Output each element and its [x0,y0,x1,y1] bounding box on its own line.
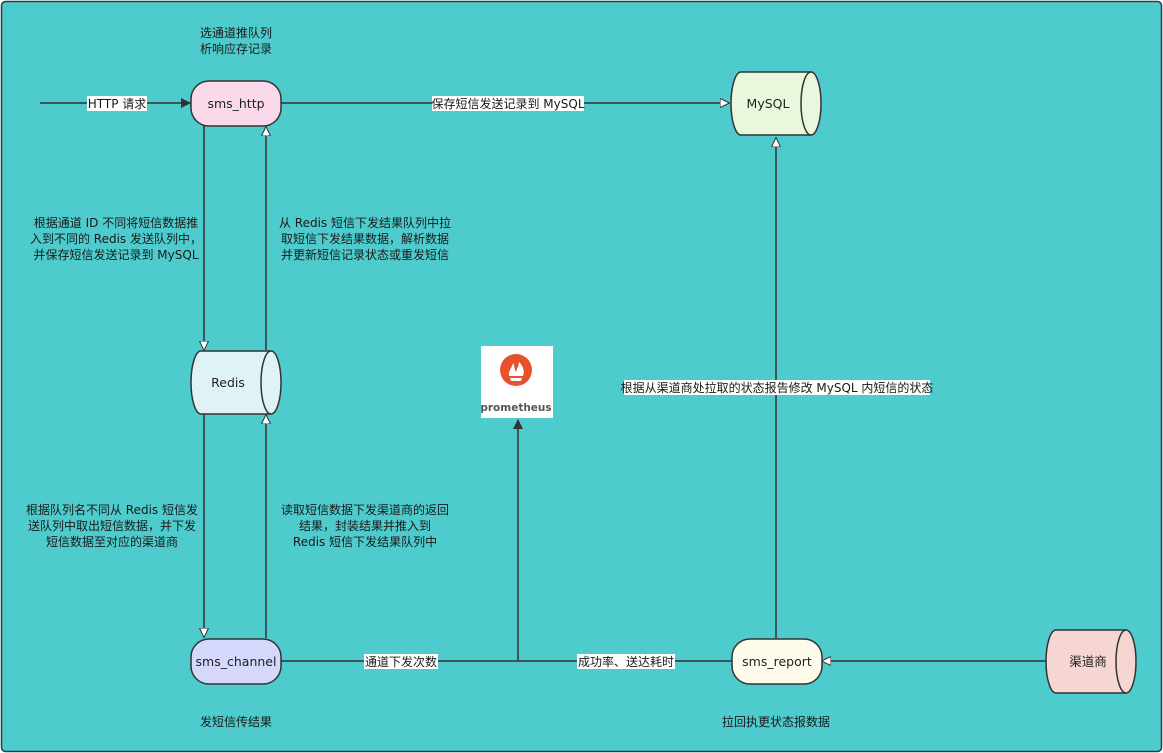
node-vendor: 渠道商 [1045,629,1137,694]
note-redis-to-http-line-2: 取短信下发结果数据，解析数据 [281,231,449,246]
label-report-metric: 成功率、送达耗时 [577,654,675,669]
label-report-to-mysql-text: 根据从渠道商处拉取的状态报告修改 MySQL 内短信的状态 [621,380,934,395]
node-redis: Redis [190,350,282,415]
note-http-to-redis-line-2: 入到不同的 Redis 发送队列中， [30,231,202,246]
note-channel-bottom: 发短信传结果 [200,714,272,729]
note-redis-to-channel-line-2: 送队列中取出短信数据，并下发 [28,518,196,533]
note-channel-to-redis: 读取短信数据下发渠道商的返回 结果，封装结果并推入到 Redis 短信下发结果队… [281,502,449,549]
node-redis-label: Redis [211,375,245,390]
label-http-to-mysql: 保存短信发送记录到 MySQL [431,96,585,111]
node-sms-report: sms_report [731,638,823,685]
note-report-bottom-text: 拉回执更状态报数据 [722,714,830,729]
node-sms-channel-label: sms_channel [196,654,277,669]
note-channel-to-redis-line-2: 结果，封装结果并推入到 [299,519,431,533]
note-redis-to-http: 从 Redis 短信下发结果队列中拉 取短信下发结果数据，解析数据 并更新短信记… [279,215,451,262]
label-report-to-mysql: 根据从渠道商处拉取的状态报告修改 MySQL 内短信的状态 [621,380,934,395]
label-channel-metric-text: 通道下发次数 [365,654,437,669]
node-mysql: MySQL [730,71,822,136]
label-report-metric-text: 成功率、送达耗时 [578,654,674,669]
note-channel-to-redis-line-1: 读取短信数据下发渠道商的返回 [281,502,449,517]
label-http-request-text: HTTP 请求 [88,97,147,111]
note-http-to-redis-line-1: 根据通道 ID 不同将短信数据推 [34,215,198,230]
label-http-request: HTTP 请求 [87,96,147,111]
node-mysql-label: MySQL [747,96,790,111]
note-redis-to-http-line-1: 从 Redis 短信下发结果队列中拉 [279,215,451,230]
note-report-bottom: 拉回执更状态报数据 [722,714,830,729]
node-vendor-label: 渠道商 [1069,654,1107,669]
prometheus-logo: prometheus [480,346,553,418]
label-channel-metric: 通道下发次数 [364,654,438,669]
node-sms-channel: sms_channel [190,638,282,685]
node-sms-http-label: sms_http [207,96,264,111]
note-http-top-line-2: 析响应存记录 [200,41,272,56]
edges [40,98,1046,661]
note-redis-to-http-line-3: 并更新短信记录状态或重发短信 [281,247,449,262]
note-channel-to-redis-line-3: Redis 短信下发结果队列中 [293,534,437,549]
note-http-to-redis-line-3: 并保存短信发送记录到 MySQL [33,247,198,262]
node-sms-report-label: sms_report [742,654,812,669]
note-http-to-redis: 根据通道 ID 不同将短信数据推 入到不同的 Redis 发送队列中， 并保存短… [30,215,202,262]
note-http-top-line-1: 选通道推队列 [200,25,272,40]
label-http-to-mysql-text: 保存短信发送记录到 MySQL [431,96,584,111]
note-channel-bottom-text: 发短信传结果 [200,714,272,729]
note-redis-to-channel-line-3: 短信数据至对应的渠道商 [46,534,178,549]
node-sms-http: sms_http [190,80,282,127]
prometheus-logo-icon [500,354,532,386]
note-redis-to-channel: 根据队列名不同从 Redis 短信发 送队列中取出短信数据，并下发 短信数据至对… [26,502,198,549]
prometheus-label: prometheus [480,402,551,414]
note-redis-to-channel-line-1: 根据队列名不同从 Redis 短信发 [26,502,198,517]
note-http-top: 选通道推队列 析响应存记录 [200,25,272,56]
